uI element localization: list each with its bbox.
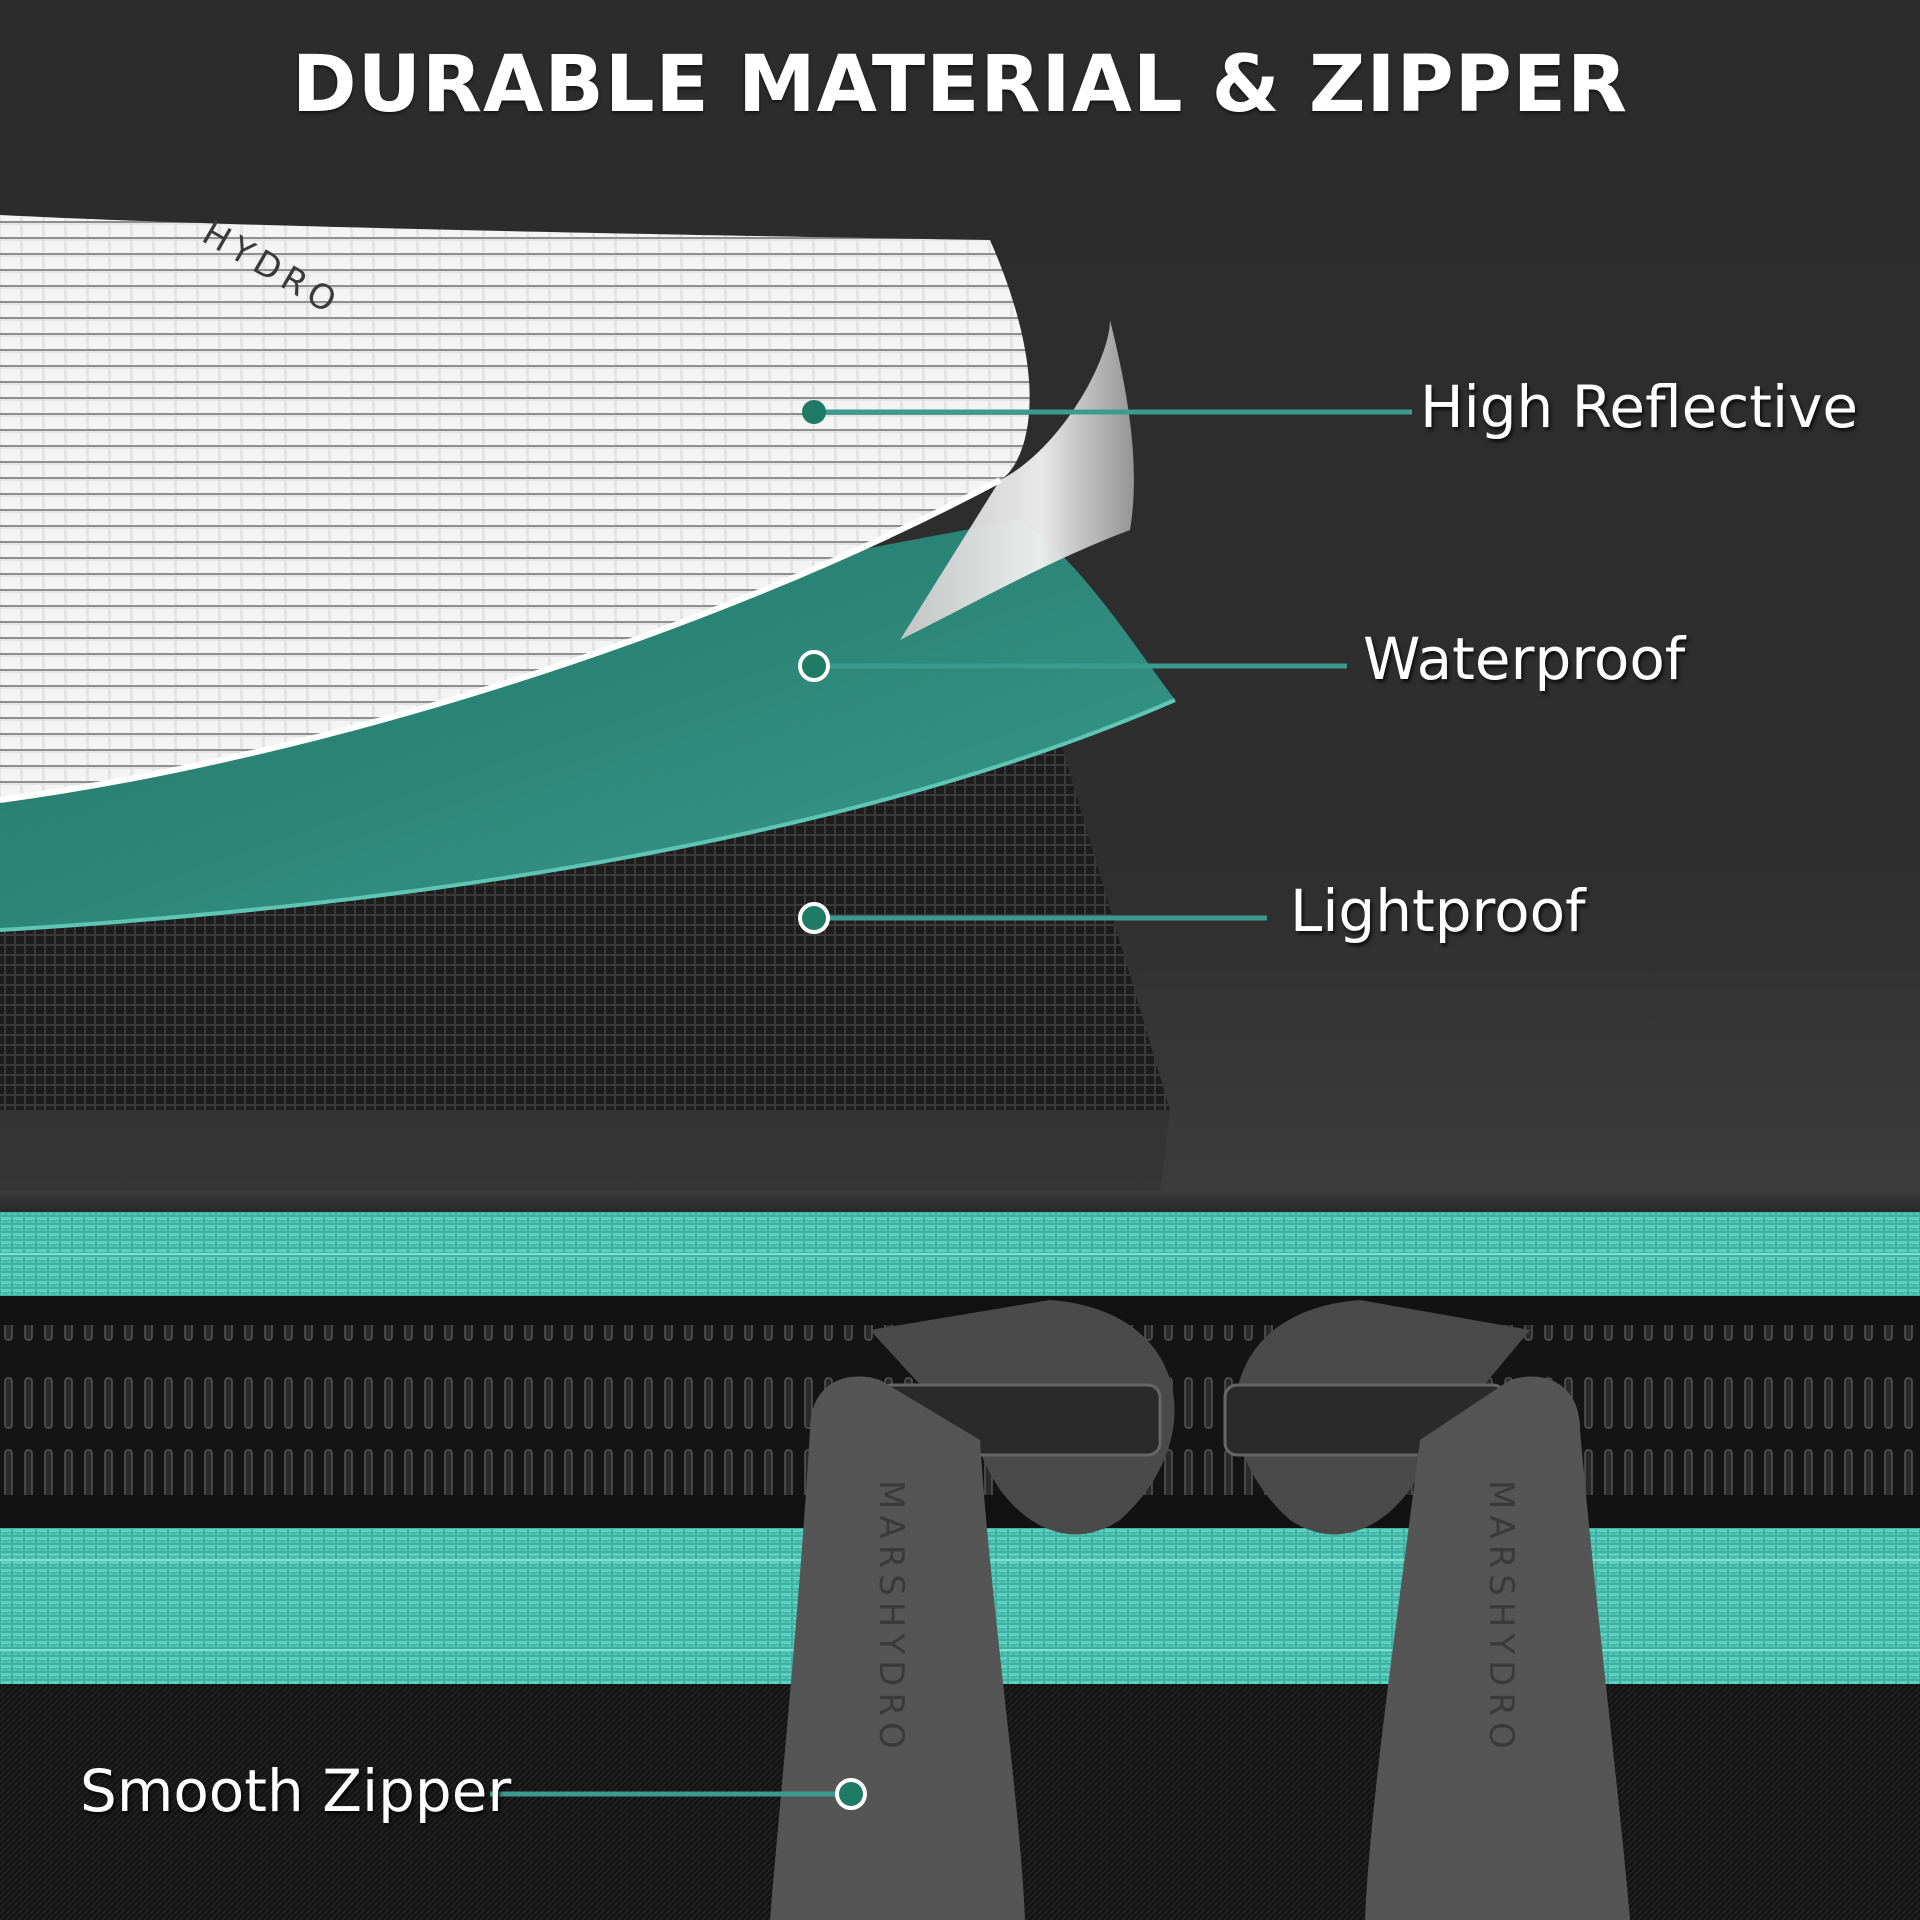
label-high-reflective: High Reflective [1420, 373, 1859, 441]
waterproof-layer [0, 520, 1175, 930]
reflective-curl [900, 320, 1134, 640]
callout-lightproof-pointer [798, 902, 1267, 934]
label-lightproof: Lightproof [1290, 877, 1586, 945]
callout-smooth-zipper-pointer [490, 1778, 867, 1810]
callout-high-reflective-pointer [802, 400, 1412, 424]
label-waterproof: Waterproof [1363, 625, 1686, 693]
zipper-brand-left: MARSHYDRO [871, 1480, 911, 1755]
zipper-slider-left: MARSHYDRO [770, 1300, 1175, 1920]
zipper-brand-right: MARSHYDRO [1481, 1480, 1521, 1755]
label-smooth-zipper: Smooth Zipper [80, 1757, 512, 1825]
zipper-slider-right: MARSHYDRO [1223, 1300, 1630, 1920]
callout-waterproof-pointer [798, 650, 1347, 682]
reflective-layer [0, 215, 1030, 800]
page-title: DURABLE MATERIAL & ZIPPER [291, 40, 1629, 130]
